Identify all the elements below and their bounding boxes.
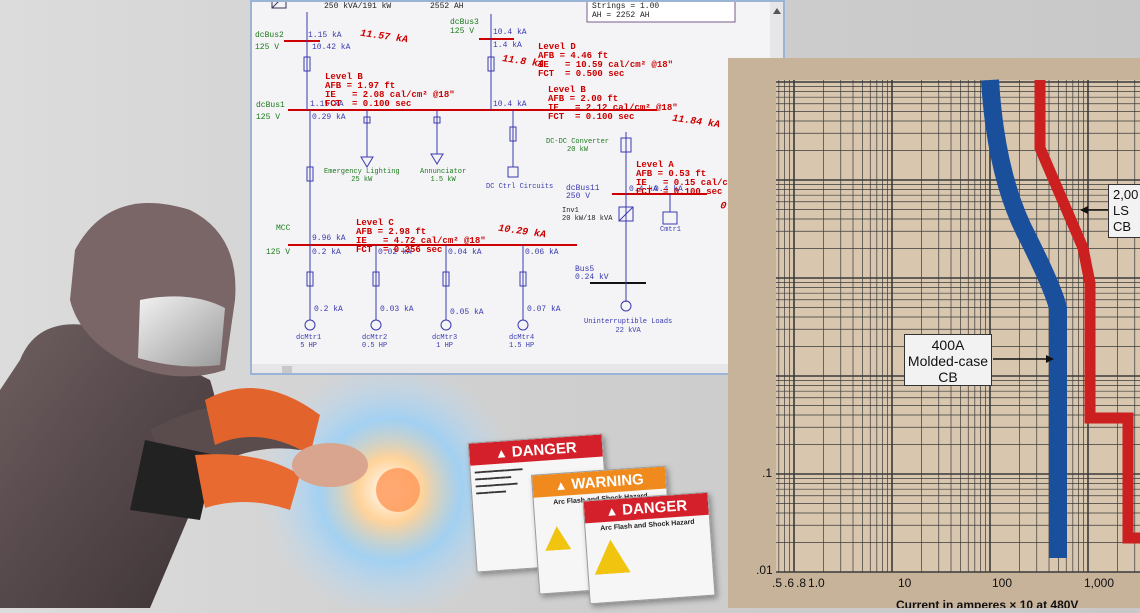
arc-core <box>376 468 420 512</box>
warning-triangle-icon: ▲ <box>604 502 619 519</box>
red-curve-2000a <box>1034 80 1140 544</box>
current-c3: 10.4 kA <box>493 28 527 37</box>
warning-triangle-icon: ▲ <box>554 476 568 493</box>
top-ah: 2552 AH <box>430 2 464 11</box>
current-c15: 0.05 kA <box>450 308 484 317</box>
blue-curve-400a <box>981 79 1067 558</box>
mcc-voltage: 125 V <box>266 248 291 257</box>
legend-box <box>586 2 736 23</box>
shock-hazard-icon <box>592 538 630 574</box>
current-c13: 0.2 kA <box>314 305 343 314</box>
cmtr-label: Cmtr1 <box>660 226 682 234</box>
current-c9: 0.2 kA <box>312 248 341 257</box>
current-c1: 1.15 kA <box>308 31 342 40</box>
scroll-up-arrow <box>773 8 781 14</box>
top-rating: 250 kVA/191 kW <box>324 2 392 11</box>
horizontal-scrollbar <box>252 364 770 373</box>
electrical-hazard-icon <box>544 525 572 551</box>
current-c10: 0.02 kA <box>378 248 412 257</box>
face-shield-visor <box>138 296 225 367</box>
danger-label-2: ▲DANGER Arc Flash and Shock Hazard <box>582 491 716 605</box>
current-c14: 0.03 kA <box>380 305 414 314</box>
current-c18: 0.4 kA <box>654 185 683 194</box>
hands <box>292 443 368 487</box>
x-tick-100: 100 <box>992 576 1013 590</box>
current-c8: 9.96 kA <box>312 234 346 243</box>
current-c17: 0.4 kA <box>629 185 658 194</box>
current-c7: 10.4 kA <box>493 100 527 109</box>
current-c11: 0.04 kA <box>448 248 482 257</box>
x-tick-1000: 1,000 <box>1084 576 1115 590</box>
dc-ctrl-label: DC Ctrl Circuits <box>486 183 554 191</box>
current-c16: 0.07 kA <box>527 305 561 314</box>
current-c6: 0.29 kA <box>312 113 346 122</box>
x-axis-label: Current in amperes × 10 at 480V <box>896 598 1079 608</box>
warning-triangle-icon: ▲ <box>494 444 509 461</box>
y-tick-0-01: .01 <box>756 563 773 577</box>
current-c12: 0.06 kA <box>525 248 559 257</box>
arc-flash-worker-illustration <box>0 190 560 613</box>
orange-glove-lower <box>195 454 300 510</box>
y-tick-0-1: .1 <box>762 466 773 480</box>
flash-suit-body <box>0 324 218 608</box>
current-c2: 10.42 kA <box>312 43 351 52</box>
black-glove <box>130 440 215 520</box>
mcc-label: MCC <box>276 224 291 233</box>
orange-sleeve <box>205 388 320 455</box>
x-tick-10: 10 <box>898 576 912 590</box>
current-c4: 1.4 kA <box>493 41 522 50</box>
current-c5: 1.15 kA <box>310 100 344 109</box>
